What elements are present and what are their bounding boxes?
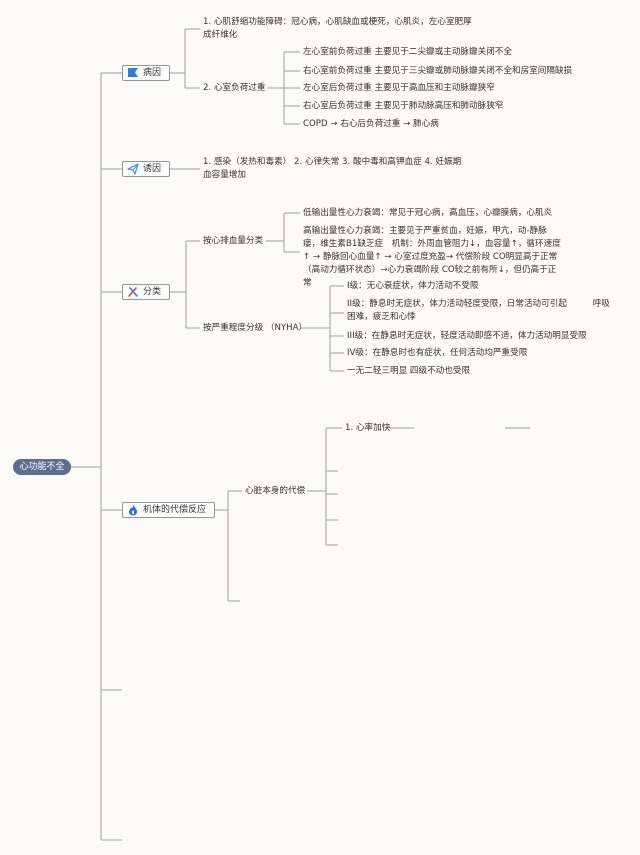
paper-plane-icon (127, 163, 139, 175)
classify-low-output[interactable]: 低输出量性心力衰竭：常见于冠心病，高血压，心瓣膜病，心肌炎 (303, 208, 553, 218)
flag-icon (127, 67, 139, 79)
node-compensation[interactable]: 机体的代偿反应 (122, 502, 215, 518)
cause-sub-1[interactable]: 左心室前负荷过重 主要见于二尖瓣或主动脉瓣关闭不全 (303, 47, 512, 57)
root-node[interactable]: 心功能不全 (13, 459, 71, 475)
node-classify[interactable]: 分类 (122, 284, 170, 300)
flame-icon (127, 504, 139, 516)
grade-2[interactable]: II级：静息时无症状，体力活动轻度受限，日常活动可引起 呼吸困难，疲乏和心悸 (347, 299, 610, 322)
classify-by-severity[interactable]: 按严重程度分级 （NYHA） (203, 323, 308, 333)
cause-item-1[interactable]: 1. 心肌舒缩功能障碍：冠心病，心肌缺血或梗死，心肌炎，左心室肥厚成纤维化 (203, 17, 472, 40)
node-cause-label: 病因 (143, 68, 162, 78)
node-compensation-label: 机体的代偿反应 (143, 505, 207, 515)
compensation-heart[interactable]: 心脏本身的代偿 (245, 486, 306, 496)
node-trigger-label: 诱因 (143, 164, 162, 174)
grade-3[interactable]: III级：在静息时无症状，轻度活动即感不适，体力活动明显受限 (347, 331, 587, 341)
trigger-text[interactable]: 1. 感染（发热和毒素） 2. 心律失常 3. 酸中毒和高钾血症 4. 妊娠期血… (203, 157, 462, 180)
grade-4[interactable]: IV级：在静息时也有症状，任何活动均严重受限 (347, 348, 528, 358)
grade-1[interactable]: I级：无心衰症状，体力活动不受限 (347, 281, 479, 291)
heart-item-1[interactable]: 1. 心率加快 (345, 423, 391, 433)
pen-tools-icon (127, 286, 139, 298)
node-cause[interactable]: 病因 (122, 65, 170, 81)
grade-mnemonic[interactable]: 一无二轻三明显 四级不动也受限 (347, 366, 471, 376)
cause-item-2[interactable]: 2. 心室负荷过重 (203, 83, 266, 93)
classify-by-output[interactable]: 按心排血量分类 (203, 236, 264, 246)
node-classify-label: 分类 (143, 287, 162, 297)
cause-sub-4[interactable]: 右心室后负荷过重 主要见于肺动脉高压和肺动脉狭窄 (303, 101, 504, 111)
node-trigger[interactable]: 诱因 (122, 161, 170, 177)
cause-sub-2[interactable]: 右心室前负荷过重 主要见于三尖瓣或肺动脉瓣关闭不全和房室间隔缺损 (303, 66, 573, 76)
cause-sub-3[interactable]: 左心室后负荷过重 主要见于高血压和主动脉瓣狭窄 (303, 83, 495, 93)
classify-high-output[interactable]: 高输出量性心力衰竭：主要见于严重贫血，妊娠，甲亢，动-静脉瘘，维生素B1缺乏症 … (303, 226, 561, 288)
cause-sub-5[interactable]: COPD → 右心后负荷过重 → 肺心病 (303, 119, 439, 129)
